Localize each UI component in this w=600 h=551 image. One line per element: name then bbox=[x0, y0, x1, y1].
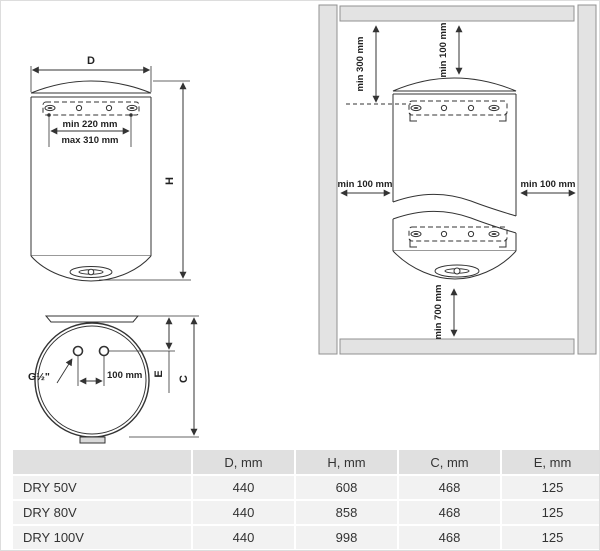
technical-drawing-canvas: D min 220 mm max 310 mm H G½" 100 mm E C bbox=[28, 4, 597, 444]
bottom-view-diagram bbox=[34, 315, 199, 444]
dim-label-d: D bbox=[87, 55, 95, 67]
col-header-e: E, mm bbox=[502, 450, 599, 474]
dim-label-c: C bbox=[178, 375, 190, 383]
value-e: 125 bbox=[502, 476, 599, 499]
bracket-hook-right bbox=[499, 113, 507, 122]
bracket-slot-left bbox=[44, 104, 56, 112]
thread-leader-line bbox=[56, 358, 73, 384]
mounting-bracket bbox=[42, 101, 140, 116]
ceiling-beam bbox=[339, 5, 575, 22]
clearance-bottom-label: min 700 mm bbox=[433, 285, 444, 340]
top-dome bbox=[30, 80, 152, 94]
value-c: 468 bbox=[399, 501, 500, 524]
clearance-top-wall-label: min 300 mm bbox=[355, 37, 366, 92]
bracket-hole bbox=[75, 104, 83, 112]
right-wall bbox=[577, 4, 597, 355]
bottom-tab bbox=[79, 436, 106, 444]
col-header-model bbox=[13, 450, 191, 474]
front-view-diagram bbox=[30, 66, 191, 282]
top-dome bbox=[392, 77, 517, 92]
pipe-spacing-label: 100 mm bbox=[107, 370, 142, 381]
clearance-top-unit-label: min 100 mm bbox=[438, 23, 449, 78]
left-wall bbox=[318, 4, 338, 355]
break-line-lower bbox=[392, 210, 517, 234]
value-c: 468 bbox=[399, 476, 500, 499]
value-d: 440 bbox=[193, 476, 294, 499]
clearance-left-label: min 100 mm bbox=[338, 179, 393, 190]
pipe-connection-left bbox=[72, 345, 84, 357]
value-d: 440 bbox=[193, 526, 294, 549]
bracket-slot-right bbox=[126, 104, 138, 112]
dim-label-h: H bbox=[164, 177, 176, 185]
thread-size-label: G½" bbox=[28, 371, 50, 383]
bracket-max-spacing-label: max 310 mm bbox=[61, 135, 118, 146]
value-d: 440 bbox=[193, 501, 294, 524]
wall-bracket-edge bbox=[44, 315, 140, 323]
model-name: DRY 100V bbox=[13, 526, 191, 549]
clearance-right-label: min 100 mm bbox=[521, 179, 576, 190]
spec-table: D, mm H, mm C, mm E, mm DRY 50V 440 608 … bbox=[13, 450, 599, 549]
col-header-h: H, mm bbox=[296, 450, 397, 474]
value-e: 125 bbox=[502, 501, 599, 524]
wall-structure bbox=[318, 4, 597, 355]
dim-label-e: E bbox=[153, 370, 165, 377]
model-name: DRY 80V bbox=[13, 501, 191, 524]
bracket-min-spacing-label: min 220 mm bbox=[63, 119, 118, 130]
upper-mounting-bracket bbox=[408, 100, 508, 116]
installation-diagram bbox=[318, 4, 597, 355]
bracket-hook-right bbox=[499, 239, 507, 248]
pipe-connection-right bbox=[98, 345, 110, 357]
value-e: 125 bbox=[502, 526, 599, 549]
bracket-hook-left bbox=[409, 239, 417, 248]
value-h: 858 bbox=[296, 501, 397, 524]
floor-beam bbox=[339, 338, 575, 355]
value-h: 608 bbox=[296, 476, 397, 499]
lower-mounting-bracket bbox=[408, 226, 508, 242]
model-name: DRY 50V bbox=[13, 476, 191, 499]
value-c: 468 bbox=[399, 526, 500, 549]
col-header-c: C, mm bbox=[399, 450, 500, 474]
value-h: 998 bbox=[296, 526, 397, 549]
bracket-hole bbox=[105, 104, 113, 112]
bracket-hook-left bbox=[409, 113, 417, 122]
col-header-d: D, mm bbox=[193, 450, 294, 474]
break-line-upper bbox=[392, 193, 517, 217]
